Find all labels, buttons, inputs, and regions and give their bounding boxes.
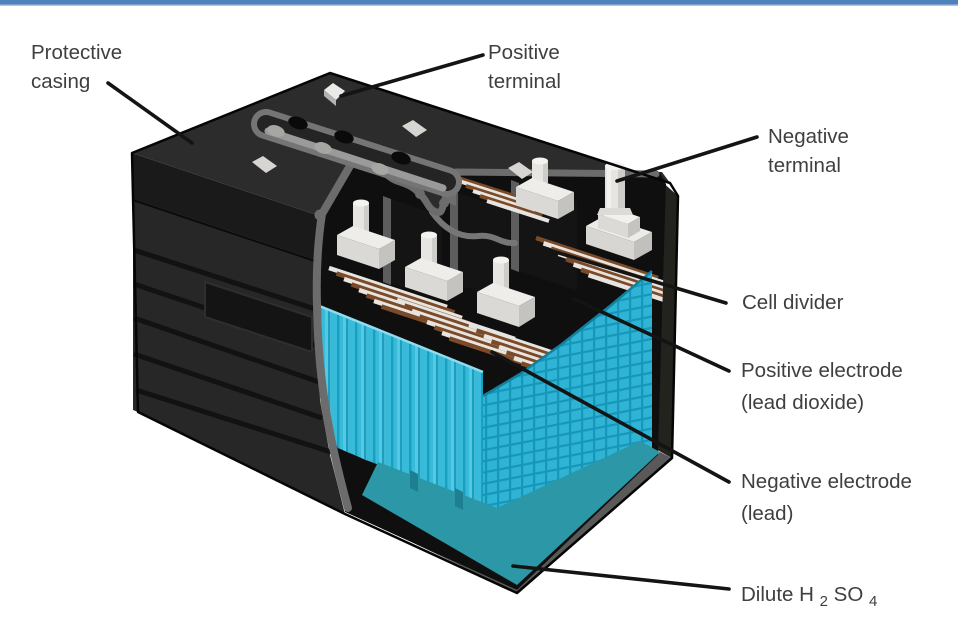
negative-terminal-post: [586, 162, 652, 260]
label-negative-terminal-line2: terminal: [768, 154, 841, 177]
handle-hole: [391, 151, 411, 165]
casing-recessed-panel: [204, 280, 313, 354]
leader-dilute-h2so4: [511, 564, 731, 591]
leader-negative-electrode: [490, 350, 731, 484]
page-top-border-highlight: [0, 4, 958, 6]
leader-positive-terminal: [339, 53, 485, 98]
battery-illustration: [130, 71, 680, 595]
label-positive-electrode: Positive electrode: [741, 359, 903, 382]
vent-cap: [402, 120, 427, 137]
lid-side-face: [132, 153, 321, 262]
handle-hole: [334, 130, 354, 144]
formula-text: SO: [834, 583, 864, 606]
handle-hole: [288, 116, 308, 130]
vent-cap: [252, 156, 277, 173]
label-negative-terminal: Negative: [768, 125, 849, 148]
formula-subscript: 2: [820, 593, 828, 610]
formula-subscript: 4: [869, 593, 877, 610]
leader-positive-electrode: [572, 297, 731, 373]
leader-negative-terminal: [615, 135, 759, 183]
diagram-labels: Protective casing Positive terminal Nega…: [31, 41, 912, 611]
formula-text: Dilute H: [741, 583, 814, 606]
handle-rivet: [371, 163, 389, 175]
label-cell-divider: Cell divider: [742, 291, 844, 314]
label-protective-casing-line2: casing: [31, 70, 90, 93]
carry-handle: [251, 109, 462, 197]
lid-top-face: [132, 73, 670, 216]
battery-outline: [130, 71, 680, 595]
label-dilute-h2so4: Dilute H 2 SO 4: [741, 583, 877, 611]
cell-terminal-post: [405, 231, 463, 301]
cell-strap-curl: [429, 209, 518, 247]
lid-body-seam: [132, 199, 322, 264]
label-negative-electrode: Negative electrode: [741, 470, 912, 493]
handle-rivet: [314, 142, 332, 154]
torn-edge-curl: [314, 209, 326, 221]
cell-terminal-post-rear: [516, 157, 574, 219]
electrolyte-liquid: [317, 303, 484, 504]
cell-terminal-post: [337, 199, 395, 269]
leader-cell-divider: [537, 245, 728, 305]
label-negative-electrode-line2: (lead): [741, 502, 793, 525]
electrolyte-surface: [317, 303, 484, 374]
handle-rivet: [267, 125, 285, 137]
acid-pool: [362, 441, 660, 585]
cell-divider-cut-edge: [450, 190, 458, 286]
label-protective-casing: Protective: [31, 41, 122, 64]
torn-edge-curl: [415, 189, 425, 199]
cell-terminal-post: [477, 256, 535, 327]
label-positive-electrode-line2: (lead dioxide): [741, 391, 864, 414]
label-positive-terminal-line2: terminal: [488, 70, 561, 93]
label-positive-terminal: Positive: [488, 41, 560, 64]
vent-cap: [508, 162, 533, 179]
leader-lines: [106, 53, 759, 591]
leader-protective-casing: [106, 81, 194, 145]
torn-edge-curl: [439, 198, 449, 208]
page-top-border: [0, 0, 958, 5]
